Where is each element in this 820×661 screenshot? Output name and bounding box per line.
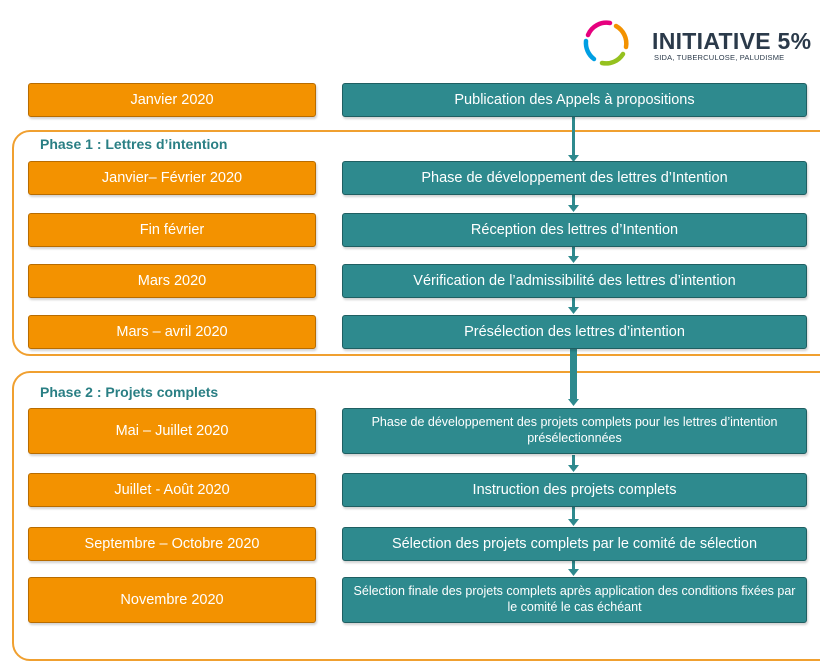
date-box: Janvier– Février 2020: [28, 161, 316, 195]
date-box: Novembre 2020: [28, 577, 316, 623]
step-box: Présélection des lettres d’intention: [342, 315, 807, 349]
step-box: Instruction des projets complets: [342, 473, 807, 507]
step-box: Réception des lettres d’Intention: [342, 213, 807, 247]
date-box: Mai – Juillet 2020: [28, 408, 316, 454]
phase-1-frame: [12, 130, 820, 356]
date-box: Mars 2020: [28, 264, 316, 298]
step-box: Sélection finale des projets complets ap…: [342, 577, 807, 623]
phase-1-label: Phase 1 : Lettres d’intention: [40, 136, 228, 152]
step-box-intro: Publication des Appels à propositions: [342, 83, 807, 117]
date-box: Septembre – Octobre 2020: [28, 527, 316, 561]
date-box: Mars – avril 2020: [28, 315, 316, 349]
phase-2-label: Phase 2 : Projets complets: [40, 384, 219, 400]
step-box: Sélection des projets complets par le co…: [342, 527, 807, 561]
step-box: Phase de développement des lettres d’Int…: [342, 161, 807, 195]
step-box: Vérification de l’admissibilité des lett…: [342, 264, 807, 298]
date-box: Fin février: [28, 213, 316, 247]
step-box: Phase de développement des projets compl…: [342, 408, 807, 454]
date-box-intro: Janvier 2020: [28, 83, 316, 117]
date-box: Juillet - Août 2020: [28, 473, 316, 507]
logo-title: INITIATIVE 5%: [652, 28, 812, 54]
logo-tagline: SIDA, TUBERCULOSE, PALUDISME: [654, 53, 785, 62]
